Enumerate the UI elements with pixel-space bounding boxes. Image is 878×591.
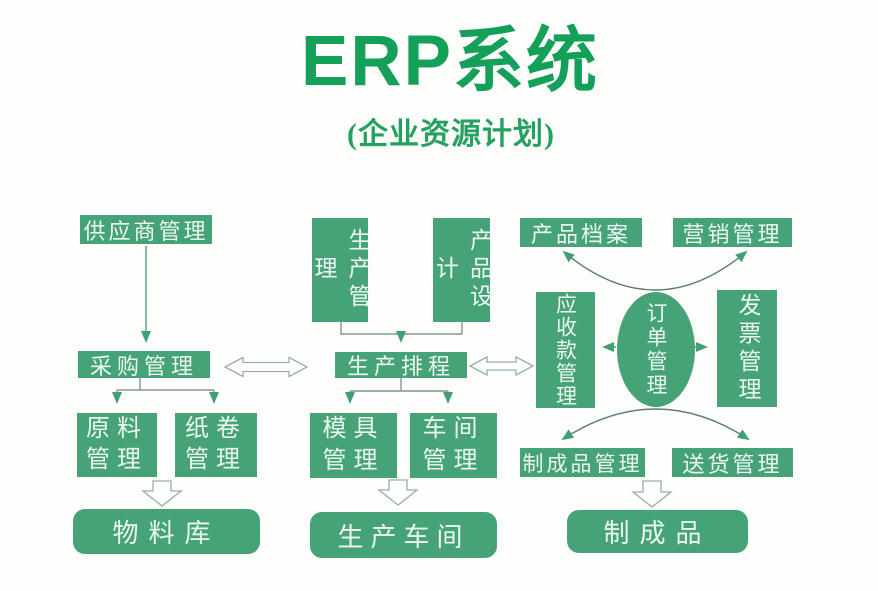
node-supplier-management: 供应商管理 [80, 215, 212, 244]
block-arrow-to-finished-goods [631, 480, 673, 508]
node-product-design-label: 产品设计 [432, 228, 492, 312]
node-finished-goods: 制成品 [567, 510, 748, 553]
node-receivables-management: 应收款管理 [536, 292, 595, 408]
bracket-purchasing-split [112, 378, 219, 404]
node-delivery-management: 送货管理 [672, 448, 793, 477]
block-arrow-to-production-workshop [377, 479, 419, 506]
node-workshop-management: 车间管理 [410, 413, 497, 478]
node-production-management-label: 生产管理 [311, 228, 370, 312]
block-arrow-to-material-warehouse [141, 480, 183, 507]
node-paper-roll-management: 纸卷管理 [175, 413, 257, 477]
node-order-management-label: 订单管理 [644, 301, 668, 398]
node-mold-management: 模具管理 [310, 413, 397, 478]
node-product-design: 产品设计 [433, 218, 492, 322]
node-finished-goods-management: 制成品管理 [520, 448, 645, 477]
node-purchasing-management: 采购管理 [78, 351, 210, 379]
arc-order-to-finished-and-delivery [561, 408, 750, 441]
node-production-management: 生产管理 [311, 218, 370, 322]
node-production-scheduling: 生产排程 [335, 352, 467, 379]
node-receivables-management-label: 应收款管理 [553, 292, 578, 408]
node-invoice-management: 发票管理 [717, 290, 777, 407]
page-title: ERP系统 [301, 22, 599, 101]
node-marketing-management: 营销管理 [673, 218, 792, 247]
node-production-workshop: 生产车间 [310, 512, 497, 558]
node-material-warehouse: 物料库 [73, 509, 260, 554]
bracket-production-merge [340, 322, 463, 343]
bracket-schedule-split [345, 378, 453, 404]
page-subtitle: (企业资源计划) [347, 118, 555, 151]
node-product-archive: 产品档案 [520, 218, 642, 247]
node-raw-material-management: 原料管理 [77, 413, 157, 477]
arc-order-to-archive-and-marketing [562, 250, 748, 291]
node-invoice-management-label: 发票管理 [735, 292, 760, 405]
node-order-management: 订单管理 [617, 292, 695, 407]
double-arrow-schedule-receivables [468, 355, 535, 377]
bracket-bar [340, 322, 463, 335]
double-arrow-purchasing-schedule [223, 356, 309, 378]
